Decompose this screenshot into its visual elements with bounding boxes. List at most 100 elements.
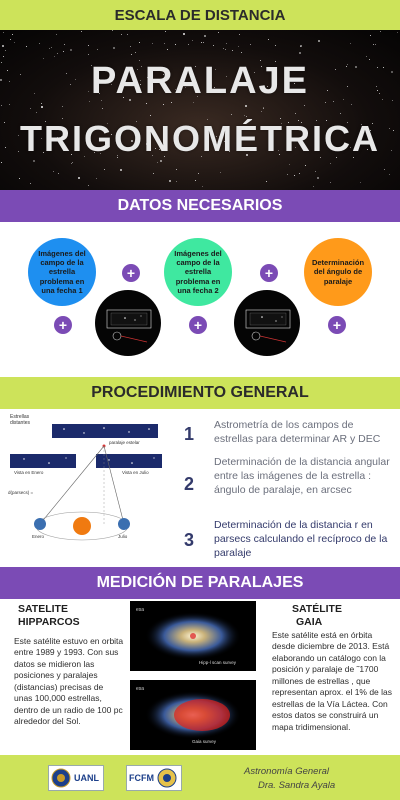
section-proc-title: PROCEDIMIENTO GENERAL — [91, 384, 309, 401]
star-dot — [317, 177, 319, 179]
star-dot — [113, 47, 115, 49]
datos-item-3: Determinación del ángulo de paralaje — [304, 238, 372, 306]
star-dot — [111, 84, 112, 85]
star-dot — [3, 32, 4, 33]
star-dot — [369, 134, 370, 135]
star-dot — [377, 67, 378, 68]
star-dot — [347, 144, 348, 145]
star-dot — [288, 122, 289, 123]
star-dot — [197, 96, 198, 97]
star-dot — [225, 126, 226, 127]
star-dot — [104, 169, 105, 170]
step-number: 1 — [184, 424, 195, 444]
star-dot — [226, 76, 227, 77]
star-dot — [216, 136, 217, 137]
star-dot — [62, 118, 63, 119]
star-dot — [369, 59, 370, 60]
star-dot — [335, 69, 336, 70]
star-dot — [210, 79, 211, 80]
star-dot — [157, 162, 158, 163]
star-dot — [152, 43, 153, 44]
star-dot — [340, 113, 341, 114]
star-dot — [366, 56, 367, 57]
star-dot — [226, 43, 227, 44]
uanl-seal-icon — [51, 768, 71, 788]
star-dot — [201, 42, 202, 43]
star-dot — [370, 35, 371, 36]
gaia-caption: Gaia survey — [191, 739, 216, 744]
star-dot — [353, 157, 354, 158]
star-dot — [51, 47, 52, 48]
star-dot — [57, 137, 58, 138]
star-dot — [1, 162, 2, 163]
star-dot — [176, 181, 177, 182]
star-dot — [89, 101, 90, 102]
star-dot — [88, 54, 89, 55]
star-dot — [346, 66, 347, 67]
star-dot — [78, 177, 80, 179]
star-dot — [111, 134, 112, 135]
star-dot — [175, 44, 176, 45]
star-dot — [147, 77, 148, 78]
hipparcos-title-line2: HIPPARCOS — [18, 615, 80, 628]
gaia-title-line1: SATÉLITE — [292, 603, 342, 615]
star-dot — [64, 44, 65, 45]
star-dot — [9, 81, 10, 82]
hipparcos-caption: Hipp-l scan survey — [198, 660, 236, 665]
star-dot — [231, 114, 232, 115]
diagram-label-julio: Vista en Julio — [122, 470, 149, 475]
star-dot — [100, 153, 101, 154]
star-dot — [205, 150, 206, 151]
star-dot — [112, 30, 113, 31]
star-dot — [164, 156, 165, 157]
star-dot — [342, 148, 344, 150]
star-dot — [223, 48, 224, 49]
star-dot — [53, 171, 54, 172]
star-dot — [263, 107, 264, 108]
star-dot — [383, 67, 384, 68]
header-title: ESCALA DE DISTANCIA — [114, 6, 286, 24]
star-dot — [278, 150, 279, 151]
star-dot — [350, 43, 351, 44]
star-dot — [165, 31, 166, 32]
star-dot — [275, 61, 276, 62]
star-dot — [54, 56, 55, 57]
plus-icon: + — [328, 316, 346, 334]
star-dot — [88, 91, 89, 92]
star-dot — [294, 175, 295, 176]
star-dot — [4, 122, 5, 123]
star-dot — [336, 157, 337, 158]
star-dot — [207, 119, 208, 120]
star-dot — [213, 136, 214, 137]
star-dot — [326, 120, 327, 121]
star-dot — [204, 35, 206, 37]
star-dot — [152, 155, 153, 156]
star-dot — [215, 69, 216, 70]
star-dot — [281, 123, 282, 124]
star-dot — [220, 172, 221, 173]
star-dot — [261, 111, 262, 112]
star-dot — [26, 46, 27, 47]
star-dot — [213, 45, 214, 46]
star-dot — [88, 45, 89, 46]
star-dot — [330, 182, 331, 183]
star-dot — [379, 93, 380, 94]
star-dot — [180, 149, 181, 150]
star-dot — [305, 165, 306, 166]
star-dot — [241, 52, 242, 53]
star-dot — [18, 151, 19, 152]
parallax-diagram: Estrellas distantes paralaje estelar Vis… — [4, 414, 174, 560]
star-dot — [367, 149, 368, 150]
star-dot — [94, 147, 95, 148]
star-dot — [146, 143, 148, 145]
star-dot — [117, 155, 118, 156]
star-dot — [280, 118, 281, 119]
star-dot — [96, 178, 97, 179]
star-dot — [171, 102, 172, 103]
star-dot — [88, 185, 89, 186]
star-dot — [275, 45, 276, 46]
star-dot — [391, 71, 393, 73]
star-dot — [91, 65, 92, 66]
star-dot — [140, 80, 141, 81]
star-dot — [347, 64, 348, 65]
